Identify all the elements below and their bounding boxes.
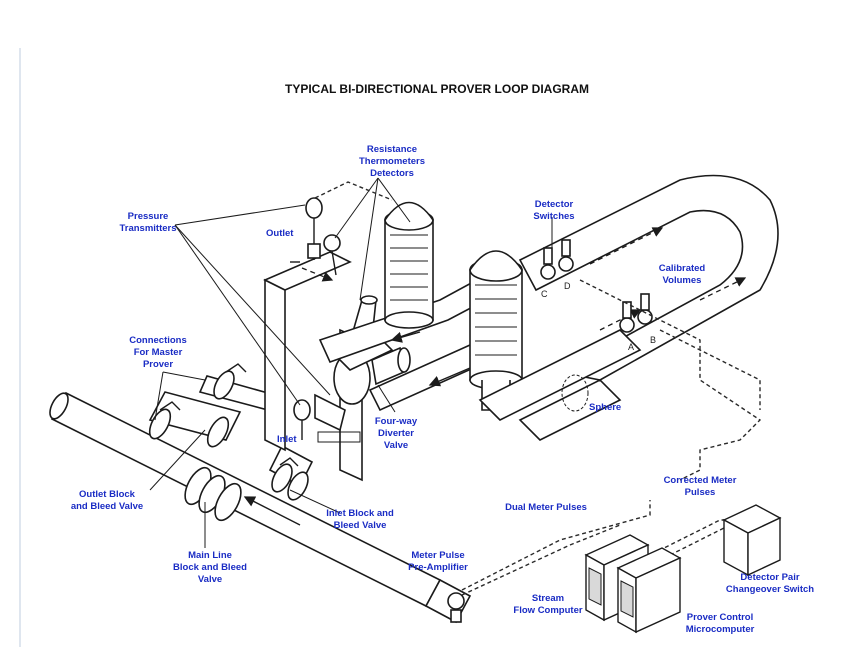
label-preamp-2: Pre-Amplifier xyxy=(408,562,468,573)
changeover-switch-box xyxy=(722,504,782,577)
label-rtd-3: Detectors xyxy=(370,168,414,179)
pressure-transmitter-inlet xyxy=(293,399,311,440)
label-prover-ctrl-1: Prover Control xyxy=(687,612,754,623)
detector-switches-ab: A B xyxy=(619,293,656,352)
pre-amplifier xyxy=(447,592,465,623)
label-connections-2: For Master xyxy=(134,347,183,358)
label-calibrated-2: Volumes xyxy=(663,275,702,286)
detector-switches-cd: C D xyxy=(540,239,574,299)
calibrated-u-loop xyxy=(478,174,779,441)
label-rtd-1: Resistance xyxy=(367,144,417,155)
label-detector-switches-1: Detector xyxy=(535,199,574,210)
label-stream-2: Flow Computer xyxy=(513,605,582,616)
label-outlet-block-2: and Bleed Valve xyxy=(71,501,143,512)
label-stream-1: Stream xyxy=(532,593,564,604)
label-mainline-2: Block and Bleed xyxy=(173,562,247,573)
label-connections-3: Prover xyxy=(143,359,173,370)
rtd-sensor xyxy=(323,234,341,276)
label-corrected-2: Pulses xyxy=(685,487,716,498)
pressure-transmitter-top xyxy=(305,197,323,260)
label-dual-pulses: Dual Meter Pulses xyxy=(505,502,587,513)
leader-lines xyxy=(149,177,553,548)
inlet-block-valve xyxy=(268,444,314,501)
diagram-title: TYPICAL BI-DIRECTIONAL PROVER LOOP DIAGR… xyxy=(285,82,589,96)
labels: Resistance Thermometers Detectors Pressu… xyxy=(71,144,814,635)
label-detector-switches-2: Switches xyxy=(533,211,574,222)
label-preamp-1: Meter Pulse xyxy=(411,550,464,561)
switch-letter-a: A xyxy=(628,342,634,352)
label-mainline-1: Main Line xyxy=(188,550,232,561)
label-fourway-3: Valve xyxy=(384,440,408,451)
switch-letter-b: B xyxy=(650,335,656,345)
label-corrected-1: Corrected Meter xyxy=(664,475,737,486)
label-changeover-1: Detector Pair xyxy=(740,572,799,583)
label-sphere: Sphere xyxy=(589,402,621,413)
switch-letter-d: D xyxy=(564,281,571,291)
outlet-branch-pipe xyxy=(148,363,277,448)
label-pressure-2: Transmitters xyxy=(119,223,176,234)
label-mainline-3: Valve xyxy=(198,574,222,585)
signal-cables xyxy=(314,181,762,596)
label-fourway-2: Diverter xyxy=(378,428,414,439)
label-rtd-2: Thermometers xyxy=(359,156,425,167)
prover-control-microcomputer xyxy=(616,547,682,634)
label-inlet-block-1: Inlet Block and xyxy=(326,508,394,519)
switch-letter-c: C xyxy=(541,289,548,299)
sphere-ball xyxy=(561,374,589,412)
main-line-valve xyxy=(184,466,242,522)
label-inlet: Inlet xyxy=(277,434,297,445)
label-fourway-1: Four-way xyxy=(375,416,418,427)
left-border-rule xyxy=(19,48,21,647)
label-outlet: Outlet xyxy=(266,228,294,239)
label-calibrated-1: Calibrated xyxy=(659,263,706,274)
label-connections-1: Connections xyxy=(129,335,187,346)
label-inlet-block-2: Bleed Valve xyxy=(334,520,387,531)
label-changeover-2: Changeover Switch xyxy=(726,584,814,595)
label-pressure-1: Pressure xyxy=(128,211,169,222)
label-outlet-block-1: Outlet Block xyxy=(79,489,136,500)
label-prover-ctrl-2: Microcomputer xyxy=(686,624,755,635)
